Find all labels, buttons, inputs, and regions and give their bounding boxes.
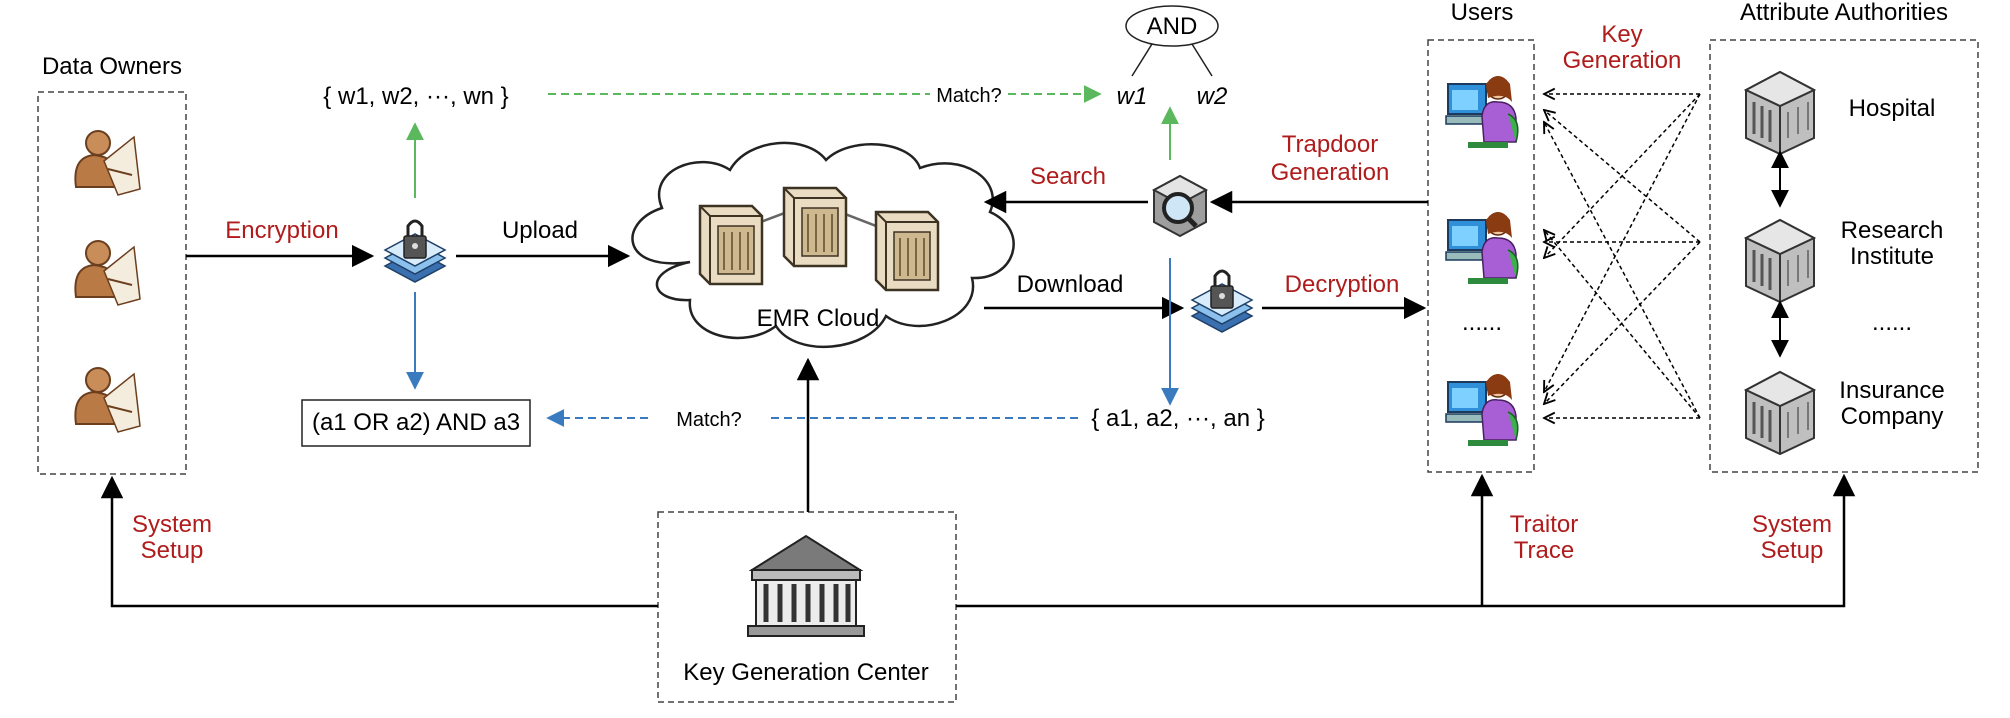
users-box [1427, 39, 1535, 473]
upload-label: Upload [502, 217, 578, 244]
key-generation-center-label: Key Generation Center [683, 659, 928, 686]
lock-file-icon [383, 219, 447, 284]
hospital-label: Hospital [1849, 95, 1936, 122]
magnifier-trapdoor-icon [1151, 174, 1209, 238]
setup-bus-right [956, 473, 1856, 608]
attribute-match-label: Match? [676, 409, 742, 431]
users-ellipsis: ...... [1462, 309, 1502, 336]
authority-building-icon [1744, 70, 1816, 156]
keyword-w2: w2 [1197, 83, 1228, 110]
insurance-company-line2: Company [1841, 403, 1944, 430]
attribute-set: { a1, a2, ···, an } [1091, 405, 1264, 432]
attribute-policy: (a1 OR a2) AND a3 [312, 409, 520, 436]
authorities-ellipsis: ...... [1872, 309, 1912, 336]
server-icon [874, 210, 940, 292]
traitor-trace-line2: Trace [1514, 537, 1574, 564]
and-node-label: AND [1147, 13, 1198, 40]
research-institute-line1: Research [1841, 217, 1944, 244]
trapdoor-generation-line2: Generation [1271, 159, 1390, 186]
authority-building-icon [1744, 370, 1816, 456]
user-computer-icon [1441, 69, 1523, 149]
decryption-label: Decryption [1285, 271, 1400, 298]
users-title: Users [1451, 0, 1514, 26]
keyword-w1: w1 [1117, 83, 1148, 110]
encryption-label: Encryption [225, 217, 338, 244]
system-setup-right-line2: Setup [1761, 537, 1824, 564]
research-institute-line2: Institute [1850, 243, 1934, 270]
attribute-authorities-title: Attribute Authorities [1740, 0, 1948, 26]
server-icon [782, 186, 848, 268]
data-owners-title: Data Owners [42, 53, 182, 80]
search-label: Search [1030, 163, 1106, 190]
key-generation-arrows [1544, 94, 1701, 418]
download-label: Download [1017, 271, 1124, 298]
data-owner-person-icon [74, 367, 141, 433]
government-building-icon [747, 534, 865, 637]
system-setup-left-line2: Setup [141, 537, 204, 564]
setup-bus-left [100, 475, 658, 608]
user-computer-icon [1441, 205, 1523, 285]
authority-building-icon [1744, 218, 1816, 304]
key-generation-line2: Generation [1563, 47, 1682, 74]
trapdoor-generation-line1: Trapdoor [1282, 131, 1379, 158]
data-owner-person-icon [74, 130, 141, 196]
attribute-policy-box [301, 399, 531, 447]
and-node [1125, 5, 1219, 47]
data-owners-box [37, 91, 187, 475]
traitor-trace-line1: Traitor [1510, 511, 1578, 538]
attribute-authorities-box [1709, 39, 1979, 473]
data-owner-person-icon [74, 240, 141, 306]
system-setup-right-line1: System [1752, 511, 1832, 538]
emr-cloud-label: EMR Cloud [757, 305, 880, 332]
lock-file-icon [1190, 269, 1254, 334]
key-generation-line1: Key [1601, 21, 1642, 48]
insurance-company-line1: Insurance [1839, 377, 1944, 404]
keyword-set: { w1, w2, ···, wn } [323, 83, 508, 110]
user-computer-icon [1441, 367, 1523, 447]
system-setup-left-line1: System [132, 511, 212, 538]
server-icon [698, 204, 764, 286]
keyword-match-label: Match? [936, 85, 1002, 107]
